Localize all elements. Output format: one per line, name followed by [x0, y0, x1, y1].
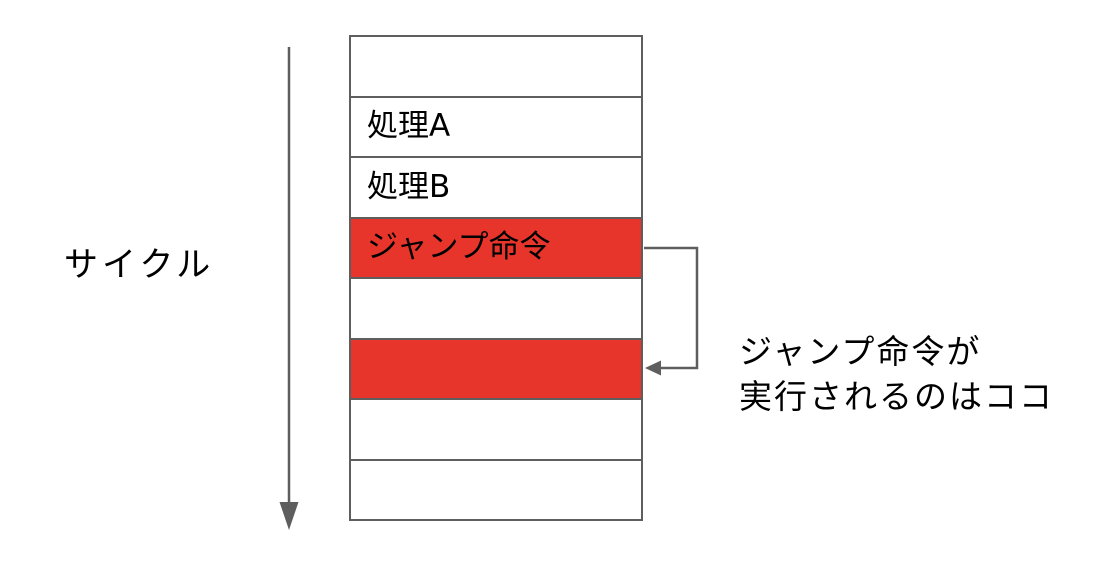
table-row-jump-target	[351, 339, 641, 400]
jump-connector-arrow-icon	[644, 246, 699, 376]
jump-annotation: ジャンプ命令が 実行されるのはココ	[739, 329, 1054, 419]
cycle-down-arrow-icon	[279, 47, 299, 530]
annotation-line-1: ジャンプ命令が	[739, 332, 982, 371]
table-row-empty-4	[351, 461, 641, 520]
instruction-table: 処理A 処理B ジャンプ命令	[349, 35, 643, 521]
table-row-process-a: 処理A	[351, 98, 641, 158]
annotation-line-2: 実行されるのはココ	[739, 377, 1054, 416]
cycle-label: サイクル	[64, 245, 215, 285]
table-row-jump-instruction: ジャンプ命令	[351, 218, 641, 279]
table-row-process-b: 処理B	[351, 158, 641, 219]
table-row-empty-3	[351, 400, 641, 461]
table-row-empty-2	[351, 279, 641, 340]
table-row-empty-1	[351, 37, 641, 98]
